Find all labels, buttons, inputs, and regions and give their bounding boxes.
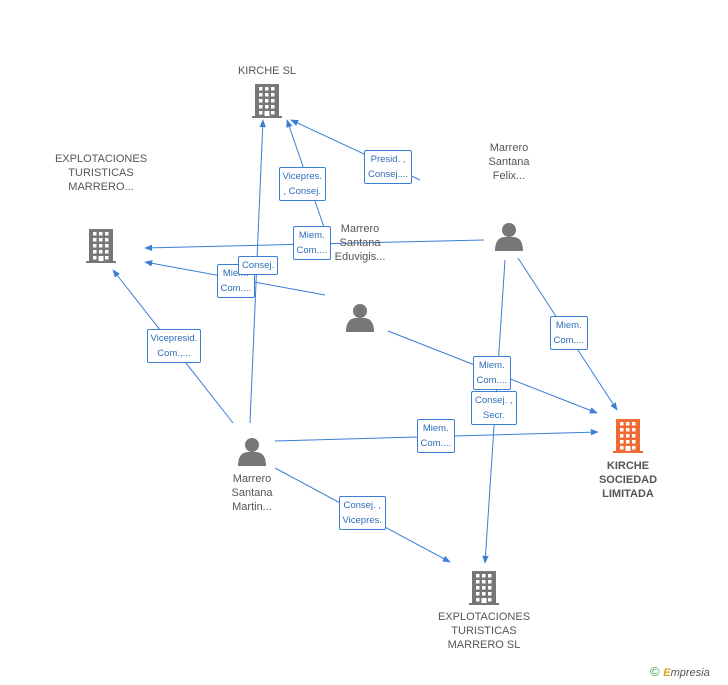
node-label-line: Marrero	[233, 473, 272, 485]
edge-label-line: Miem.	[222, 268, 249, 279]
edge-label-line: Consej.	[242, 259, 275, 271]
brand-initial: E	[663, 667, 671, 679]
edge-label-line: Com....	[296, 245, 328, 256]
edge-label-line: , Consej.	[283, 186, 321, 197]
node-label-line: MARRERO SL	[448, 639, 521, 651]
edge-label-martin-to-kirche_sl[interactable]: Consej.	[238, 255, 279, 275]
edge-label-martin-to-explot_bottom[interactable]: Consej. , Vicepres.	[338, 496, 386, 530]
node-label-line: Santana	[489, 156, 531, 168]
node-felix[interactable]: MarreroSantanaFelix...	[489, 142, 531, 251]
person-icon	[495, 223, 523, 251]
node-label-line: Santana	[232, 487, 274, 499]
person-icon	[346, 304, 374, 332]
edge-label-line: Vicepresid.	[150, 333, 198, 344]
edge-label-martin-to-explot_top[interactable]: Vicepresid. Com.,...	[146, 329, 202, 363]
building-icon	[252, 84, 282, 118]
edge-label-line: Consej. ,	[343, 500, 381, 511]
node-label-line: Marrero	[490, 142, 529, 154]
edge-label-felix-to-explot_bottom[interactable]: Consej. , Secr.	[471, 391, 517, 425]
node-martin[interactable]: MarreroSantanaMartin...	[232, 438, 274, 513]
edge-label-line: Vicepres.	[342, 515, 382, 526]
edge-label-line: Com....	[553, 335, 585, 346]
node-explot_top[interactable]: EXPLOTACIONES TURISTICAS MARRERO...	[55, 153, 147, 263]
edge-label-line: Presid. ,	[370, 154, 406, 165]
brand-rest: mpresia	[670, 667, 710, 679]
person-icon	[238, 438, 266, 466]
edge-label-line: Com.,...	[157, 348, 191, 359]
node-explot_bottom[interactable]: EXPLOTACIONES TURISTICAS MARRERO SL	[438, 571, 530, 651]
edge-label-line: Miem.	[298, 230, 325, 241]
node-label-line: KIRCHE	[607, 460, 649, 472]
edge-label-line: Miem.	[422, 423, 449, 434]
building-icon	[613, 419, 643, 453]
nodes-layer: KIRCHE SL EXPLOTACIONES TURISTICAS MARRERO.…	[55, 65, 657, 651]
node-label-line: EXPLOTACIONES	[438, 611, 530, 623]
edge-label-line: Vicepres.	[282, 171, 322, 182]
building-icon	[469, 571, 499, 605]
node-kirche_sl[interactable]: KIRCHE SL	[238, 65, 296, 118]
edge-label-line: Miem.	[478, 360, 505, 371]
node-label-line: KIRCHE SL	[238, 65, 296, 77]
edge-label-martin-to-kirche_sl[interactable]: Vicepres. , Consej.	[278, 167, 326, 201]
edge-label-martin-to-kirche_sociedad[interactable]: Miem. Com....	[416, 419, 456, 453]
node-label-line: MARRERO...	[68, 181, 133, 193]
brand-logo: Empresia	[663, 667, 709, 679]
edge-label-line: Com....	[220, 283, 252, 294]
node-label-line: Santana	[340, 237, 382, 249]
edge-label-line: Consej....	[368, 169, 409, 180]
node-kirche_sociedad[interactable]: KIRCHE SOCIEDAD LIMITADA	[599, 419, 657, 500]
edge-label-line: Miem.	[555, 320, 582, 331]
node-eduvigis[interactable]: MarreroSantanaEduvigis...	[335, 223, 386, 332]
node-label-line: LIMITADA	[602, 488, 654, 500]
edge-label-line: Secr.	[482, 410, 505, 421]
edge-label-felix-to-kirche_sociedad[interactable]: Miem. Com....	[549, 316, 589, 350]
building-icon	[86, 229, 116, 263]
edge-label-line: Com....	[420, 438, 452, 449]
node-label-line: TURISTICAS	[68, 167, 133, 179]
node-label-line: Marrero	[341, 223, 380, 235]
edge-label-eduvigis-to-kirche_sociedad[interactable]: Miem. Com....	[472, 356, 512, 390]
node-label-line: Martin...	[232, 501, 272, 513]
node-label-line: SOCIEDAD	[599, 474, 657, 486]
node-label-line: EXPLOTACIONES	[55, 153, 147, 165]
edge-label-felix-to-kirche_sl[interactable]: Presid. , Consej....	[364, 150, 413, 184]
edge-label-felix-to-explot_top[interactable]: Miem. Com....	[292, 226, 332, 260]
copyright-notice: © Empresia	[650, 664, 710, 679]
copyright-symbol: ©	[650, 664, 660, 679]
edge-label-line: Com....	[476, 375, 508, 386]
node-label-line: TURISTICAS	[451, 625, 516, 637]
edge-label-line: Consej. ,	[475, 395, 513, 406]
node-label-line: Eduvigis...	[335, 251, 386, 263]
node-label-line: Felix...	[493, 170, 525, 182]
